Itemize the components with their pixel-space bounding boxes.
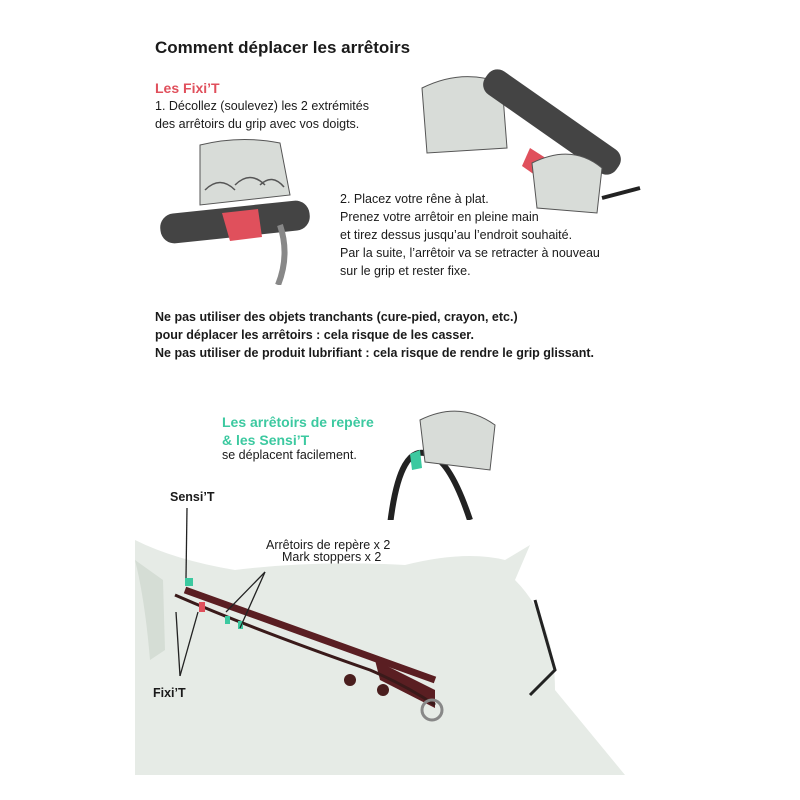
warning-line: Ne pas utiliser de produit lubrifiant : …: [155, 346, 594, 360]
hand-peeling-illustration: [160, 138, 310, 285]
step2-line: 2. Placez votre rêne à plat.: [340, 192, 489, 206]
step2-line: et tirez dessus jusqu’au l’endroit souha…: [340, 228, 573, 242]
sensit-heading: Les arrêtoirs de repère & les Sensi’T: [222, 413, 374, 449]
step2-line: Prenez votre arrêtoir en pleine main: [340, 210, 539, 224]
warnings-block: Ne pas utiliser des objets tranchants (c…: [155, 308, 594, 362]
fixit-heading: Les Fixi’T: [155, 80, 220, 96]
step2-line: sur le grip et rester fixe.: [340, 264, 471, 278]
step1-line: des arrêtoirs du grip avec vos doigts.: [155, 117, 360, 131]
hand-holding-rein-illustration: [387, 410, 496, 526]
page-title: Comment déplacer les arrêtoirs: [155, 38, 411, 57]
horse-head-photo: [135, 520, 625, 775]
warning-line: Ne pas utiliser des objets tranchants (c…: [155, 310, 518, 324]
mark-stoppers-label: Mark stoppers x 2: [282, 550, 382, 564]
step1-text: 1. Décollez (soulevez) les 2 extrémités …: [155, 97, 369, 133]
fixit-label: Fixi’T: [153, 686, 186, 700]
sensit-heading-line: Les arrêtoirs de repère: [222, 414, 374, 430]
step2-line: Par la suite, l’arrêtoir va se retracter…: [340, 246, 600, 260]
sensit-label: Sensi’T: [170, 490, 215, 504]
step1-line: 1. Décollez (soulevez) les 2 extrémités: [155, 99, 369, 113]
hand-pulling-illustration: [421, 69, 641, 214]
step2-text: 2. Placez votre rêne à plat. Prenez votr…: [340, 190, 600, 280]
sensit-heading-line: & les Sensi’T: [222, 432, 310, 448]
reperes-label: Arrêtoirs de repère x 2: [266, 538, 391, 552]
sensit-subtext: se déplacent facilement.: [222, 448, 357, 462]
warning-line: pour déplacer les arrêtoirs : cela risqu…: [155, 328, 474, 342]
